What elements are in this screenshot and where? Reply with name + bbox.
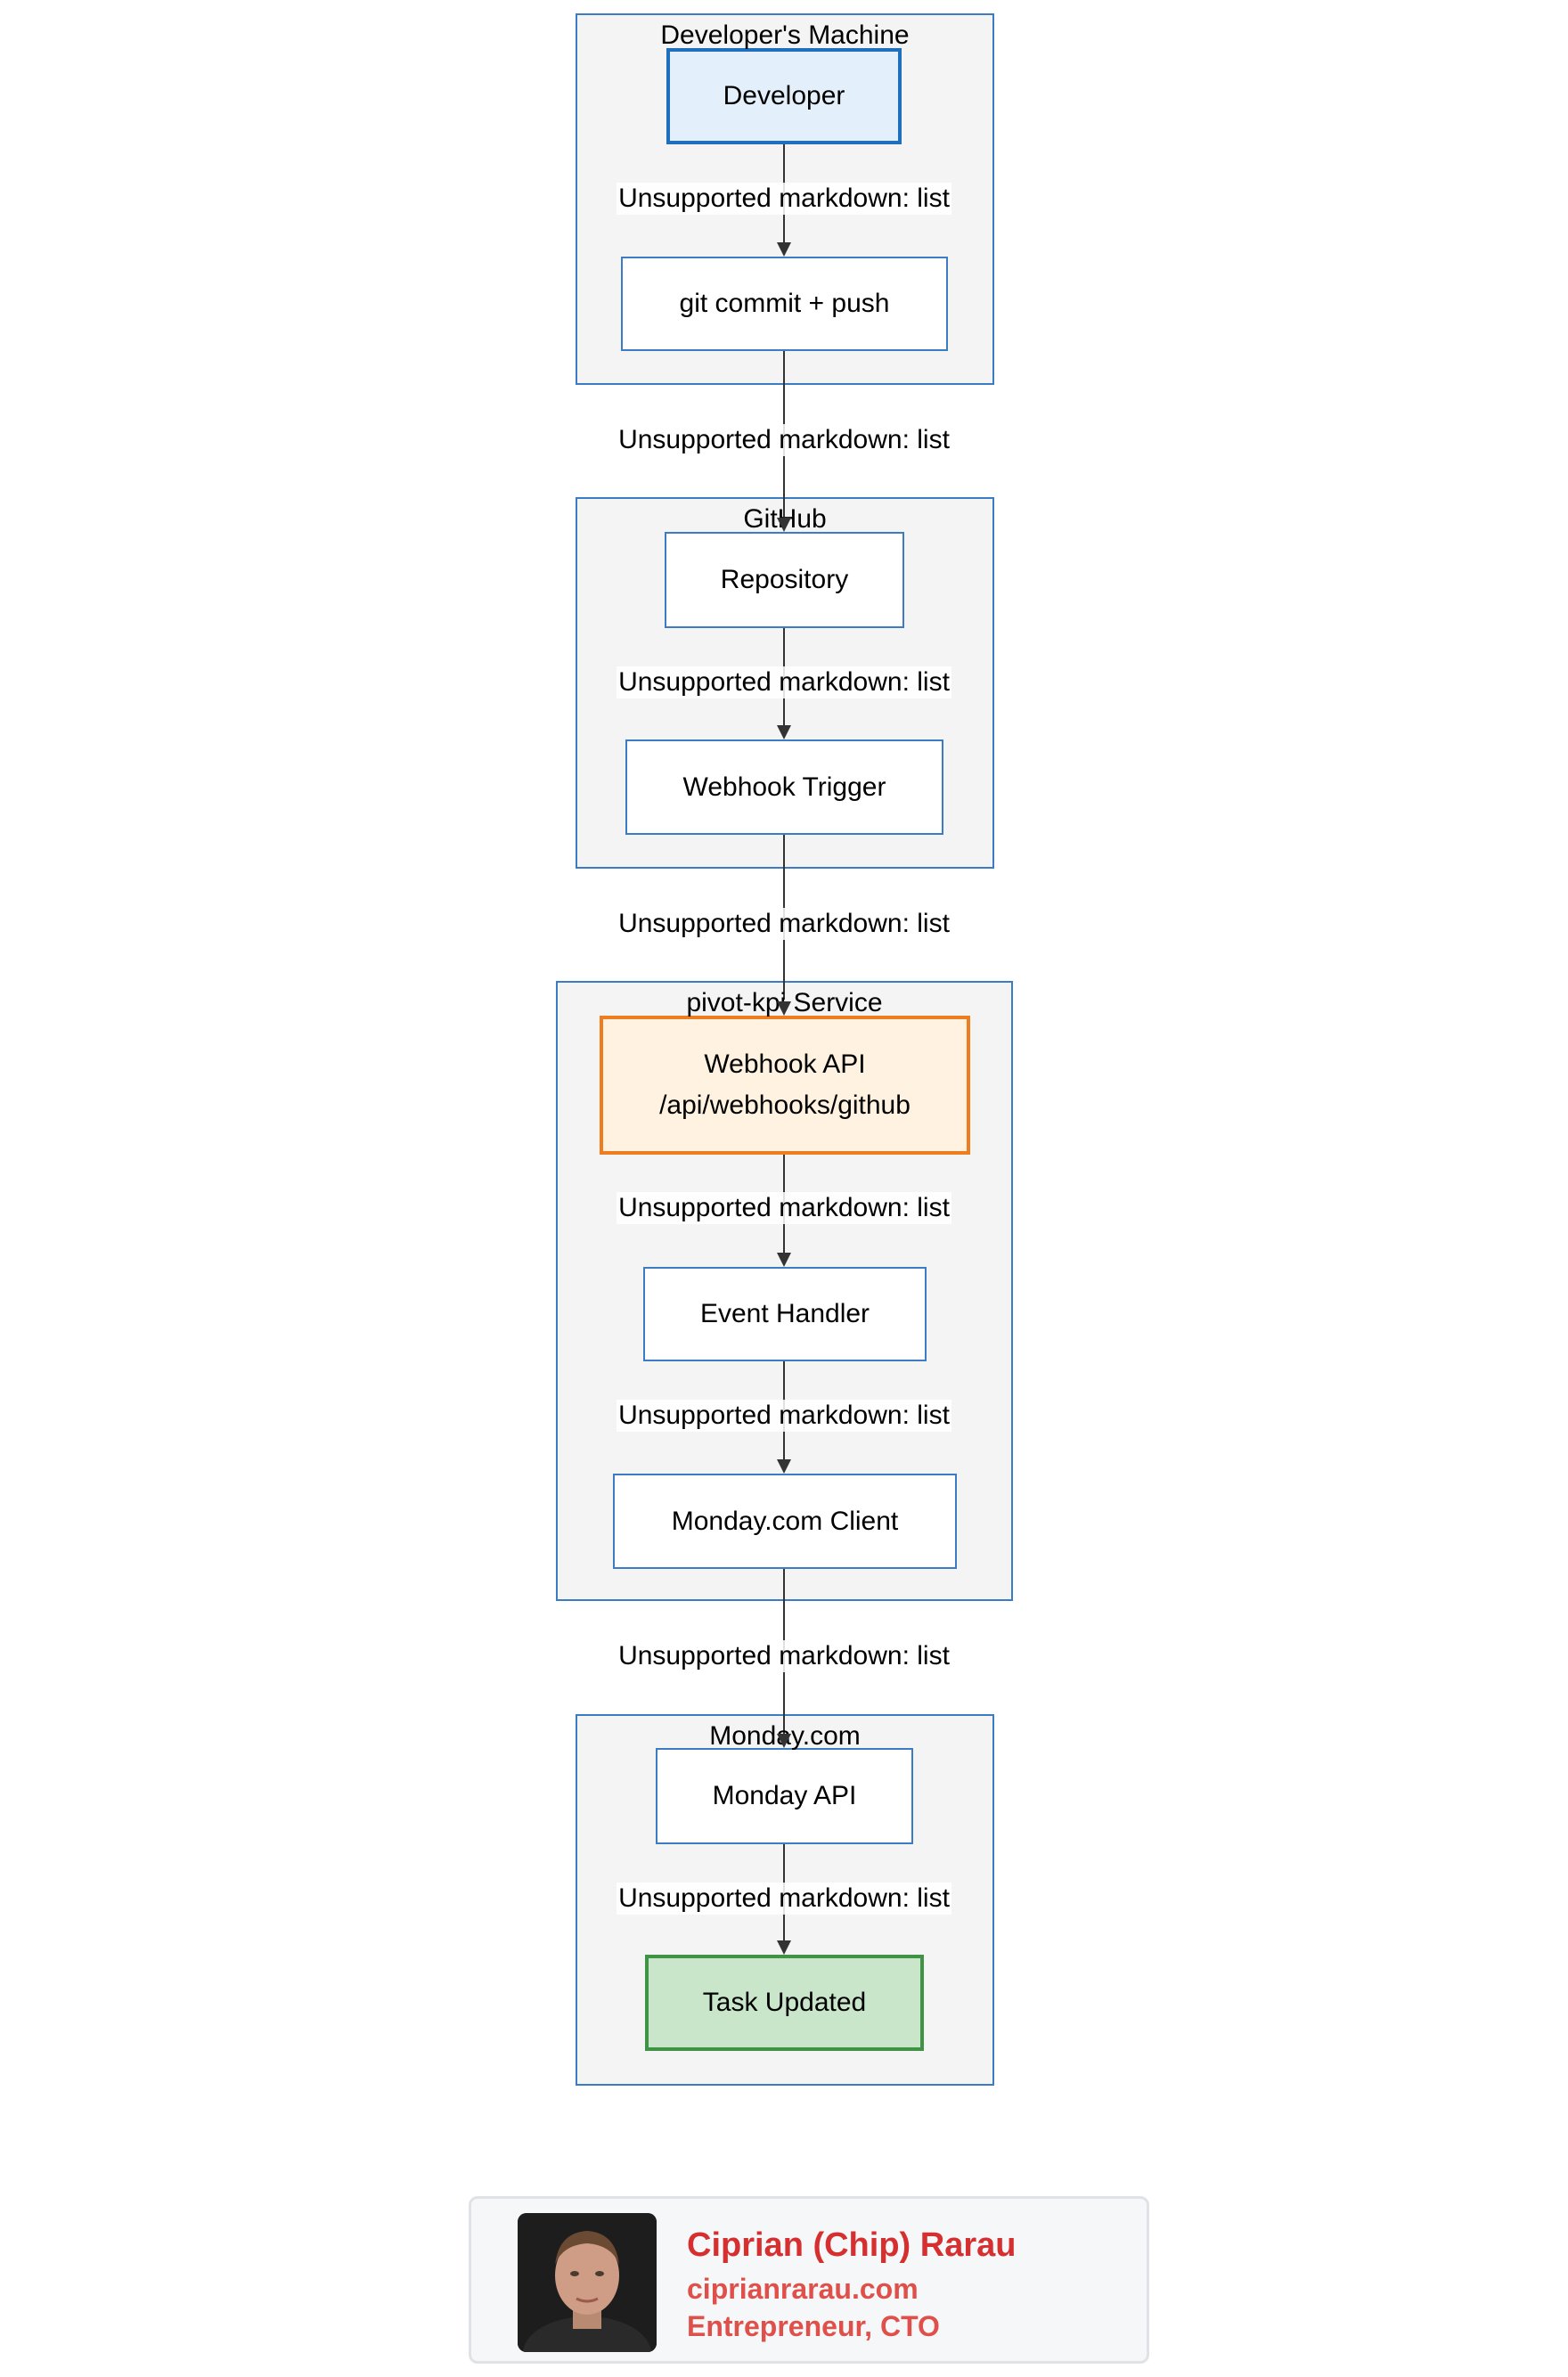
- node-event-handler[interactable]: Event Handler: [643, 1267, 927, 1361]
- edge-label: Unsupported markdown: list: [617, 1192, 951, 1224]
- node-webhook-api[interactable]: Webhook API /api/webhooks/github: [600, 1016, 970, 1155]
- node-label: git commit + push: [679, 289, 890, 318]
- node-webhook-trigger[interactable]: Webhook Trigger: [625, 739, 943, 835]
- edge-label: Unsupported markdown: list: [617, 1400, 951, 1432]
- edge-label: Unsupported markdown: list: [617, 424, 951, 456]
- node-monday-api[interactable]: Monday API: [656, 1748, 913, 1844]
- edge-label: Unsupported markdown: list: [617, 666, 951, 698]
- node-label: Task Updated: [702, 1988, 867, 2017]
- node-label: Developer: [723, 81, 845, 110]
- node-repository[interactable]: Repository: [665, 532, 904, 628]
- node-label: Repository: [720, 565, 849, 594]
- node-git-commit-push[interactable]: git commit + push: [621, 257, 948, 351]
- node-label: Webhook Trigger: [682, 772, 886, 802]
- node-label: Monday API: [712, 1781, 857, 1810]
- node-developer[interactable]: Developer: [666, 48, 902, 144]
- cluster-title: Monday.com: [709, 1721, 861, 1751]
- edge-label: Unsupported markdown: list: [617, 1640, 951, 1672]
- edge-label: Unsupported markdown: list: [617, 183, 951, 215]
- cluster-title: GitHub: [743, 504, 827, 534]
- cluster-title: pivot-kpi Service: [686, 988, 883, 1017]
- author-card: Ciprian (Chip) Rarau ciprianrarau.com En…: [469, 2196, 1149, 2364]
- edge-label: Unsupported markdown: list: [617, 1883, 951, 1915]
- node-task-updated[interactable]: Task Updated: [645, 1955, 924, 2051]
- author-website[interactable]: ciprianrarau.com: [687, 2273, 919, 2305]
- node-label: Monday.com Client: [671, 1506, 899, 1536]
- author-avatar: [518, 2213, 657, 2352]
- cluster-title: Developer's Machine: [660, 20, 910, 50]
- author-role: Entrepreneur, CTO: [687, 2310, 940, 2342]
- node-label: Event Handler: [699, 1299, 870, 1328]
- node-monday-client[interactable]: Monday.com Client: [613, 1474, 957, 1569]
- node-label-line2: /api/webhooks/github: [659, 1090, 911, 1120]
- author-name: Ciprian (Chip) Rarau: [687, 2226, 1017, 2264]
- edge-label: Unsupported markdown: list: [617, 908, 951, 940]
- node-label-line1: Webhook API: [704, 1050, 866, 1079]
